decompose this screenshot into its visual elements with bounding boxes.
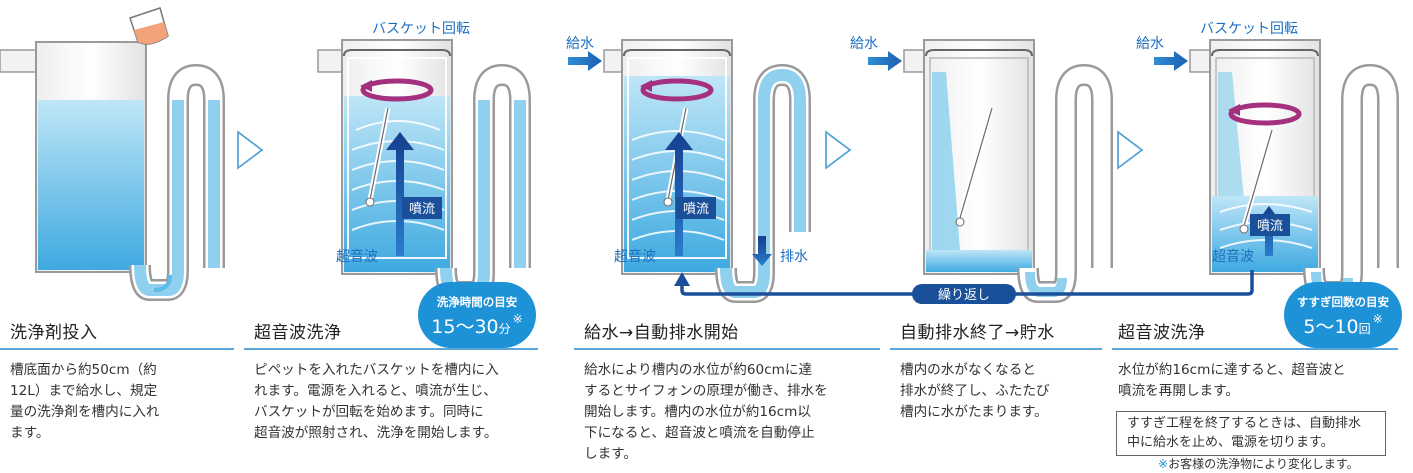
tank-water (38, 100, 144, 270)
ultrasonic-label: 超音波 (336, 248, 378, 265)
basket-rotation-label: バスケット回転 (1200, 21, 1298, 37)
step-4-rule (890, 348, 1102, 350)
repeat-label: 繰り返し (938, 288, 990, 303)
step-3-rule (574, 348, 880, 350)
step-chevron-icon (237, 130, 264, 170)
drain-arrow-icon (752, 236, 772, 266)
water-supply-label: 給水 (850, 36, 878, 52)
cleaning-process-diagram: 噴流 バスケット回転 超音波 給水 噴流 排水 (0, 7, 1399, 304)
panel-5-tank: 給水 バスケット回転 噴流 超音波 (1136, 21, 1399, 303)
rotation-arrow-icon (360, 78, 434, 102)
panel-1-tank (0, 7, 225, 301)
rotation-arrow-icon (640, 78, 714, 102)
step-2-title: 超音波洗浄 (254, 323, 342, 343)
step-2-description: ピペットを入れたバスケットを槽内に入 れます。電源を入れると、噴流が生じ、 バス… (254, 362, 499, 441)
step-2-rule (244, 348, 538, 350)
rinse-end-note: すすぎ工程を終了するときは、自動排水 中に給水を止め、電源を切ります。 (1116, 411, 1386, 456)
repeat-loop-arrow: 繰り返し (674, 270, 1254, 304)
repeat-arrowhead-icon (674, 272, 690, 286)
jet-flow-arrow-icon (665, 132, 693, 256)
basket-rotation-label: バスケット回転 (372, 21, 470, 37)
step-3-title: 給水→自動排水開始 (584, 323, 739, 343)
wash-time-badge: 洗浄時間の目安 15〜30分※ (418, 282, 536, 348)
step-chevron-icon (1117, 130, 1144, 170)
footnote: ※お客様の洗浄物により変化します。 (1158, 457, 1359, 471)
water-supply-arrow-icon (568, 51, 602, 71)
ultrasonic-label: 超音波 (1212, 248, 1254, 265)
step-3-description: 給水により槽内の水位が約60cmに達 するとサイフォンの原理が働き、排水を 開始… (584, 362, 828, 462)
step-1-rule (0, 348, 234, 350)
jet-flow-label: 噴流 (1257, 219, 1283, 234)
ultrasonic-label: 超音波 (614, 248, 656, 265)
step-5-title: 超音波洗浄 (1118, 323, 1206, 343)
step-4-title: 自動排水終了→貯水 (900, 323, 1055, 343)
inlet-pipe (0, 49, 37, 73)
panel-3-tank: 給水 噴流 排水 超音波 (566, 36, 811, 303)
jet-flow-label: 噴流 (683, 202, 709, 217)
detergent-cup-icon (129, 7, 169, 45)
step-1-description: 槽底面から約50cm（約 12L）まで給水し、規定 量の洗浄剤を槽内に入れ ます… (10, 362, 160, 441)
water-supply-arrow-icon (1154, 51, 1188, 71)
jet-flow-arrow-icon (386, 132, 414, 256)
step-5-description: 水位が約16cmに達すると、超音波と 噴流を再開します。 (1118, 362, 1346, 399)
step-4-description: 槽内の水がなくなると 排水が終了し、ふたたび 槽内に水がたまります。 (900, 362, 1050, 420)
rotation-arrow-icon (1228, 102, 1302, 126)
water-supply-arrow-icon (868, 51, 902, 71)
step-5-rule (1112, 348, 1398, 350)
drain-label: 排水 (780, 249, 808, 265)
panel-2-tank: 噴流 バスケット回転 超音波 (317, 21, 531, 303)
water-supply-label: 給水 (566, 36, 594, 52)
panel-4-tank: 給水 (850, 36, 1113, 303)
water-supply-label: 給水 (1136, 36, 1164, 52)
step-chevron-icon (825, 130, 852, 170)
rinse-count-badge: すすぎ回数の目安 5〜10回※ (1284, 282, 1402, 348)
step-1-title: 洗浄剤投入 (10, 323, 98, 343)
jet-flow-label: 噴流 (409, 202, 435, 217)
